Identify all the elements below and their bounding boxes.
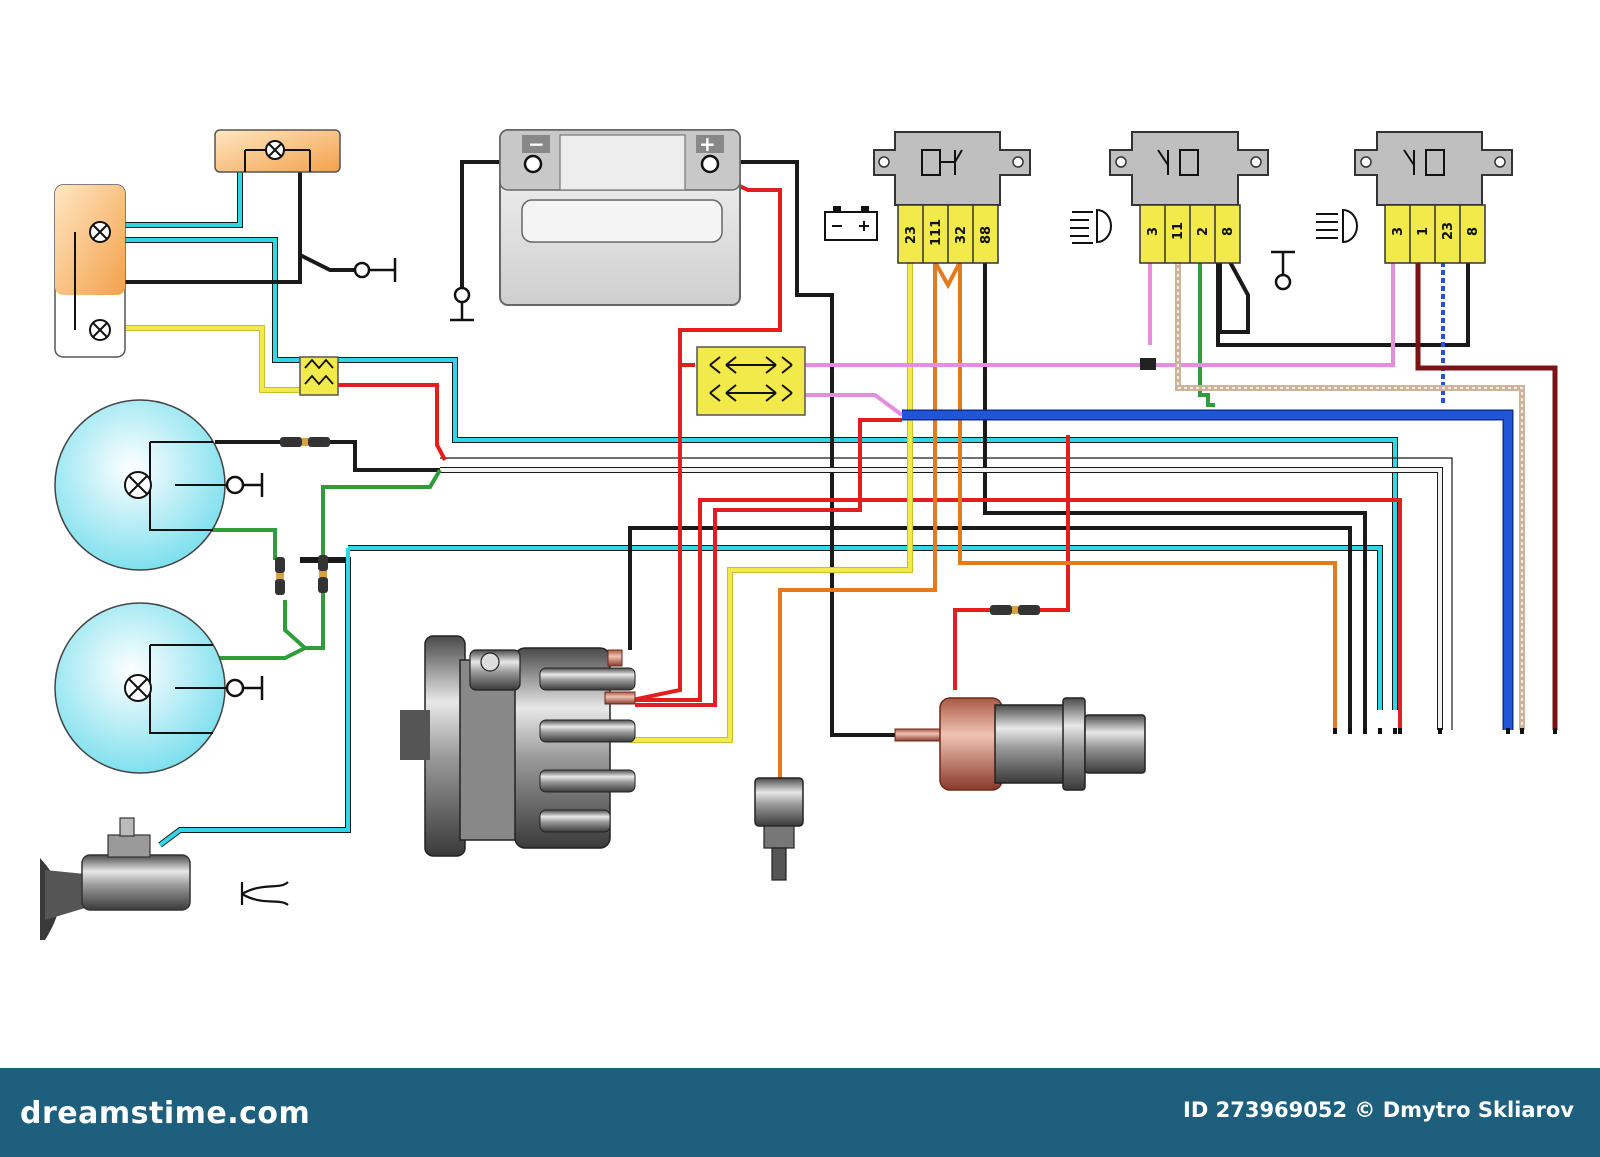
footer-bar: dreamstime.com ID 273969052 © Dmytro Skl…: [0, 1068, 1600, 1157]
battery-negative-label: −: [528, 132, 545, 156]
side-lamp-top: [214, 129, 341, 173]
blue-wire: [902, 411, 1512, 730]
battery-symbol-icon: [824, 206, 878, 241]
wire-connectors: [275, 358, 1156, 615]
orange-wire: [958, 262, 1337, 730]
diagram-canvas: − + 23 111 32 88 3 11 2 8: [40, 129, 1558, 940]
brand-logo-text[interactable]: dreamstime.com: [20, 1096, 311, 1131]
white-wire-2: [440, 457, 1453, 730]
cyan-wire: [125, 170, 1397, 710]
horn-symbol-icon: [240, 881, 289, 906]
black-wire-battery-positive: [705, 160, 895, 737]
red-wire-generator: [632, 498, 1402, 730]
cyan-wire: [158, 546, 1382, 847]
green-wire: [150, 468, 442, 660]
relay-main-pin: 111: [929, 219, 944, 246]
headlight-left-lower: [54, 602, 228, 774]
relay-high-beam: 3 1 23 8: [1354, 131, 1513, 264]
pink-wire: [805, 393, 904, 417]
blue-wire: [902, 409, 1514, 730]
relay-low-beam-pin: 11: [1171, 222, 1186, 240]
battery: − +: [499, 129, 741, 306]
ground-symbol-icons: [225, 258, 474, 700]
yellow-wire: [630, 262, 912, 742]
battery-negative-terminal: [523, 154, 543, 174]
cyan-wires: [125, 170, 1398, 848]
relay-main: 23 111 32 88: [873, 131, 1031, 264]
switch-ground-icon: [1271, 250, 1295, 291]
black-wire-relay88: [983, 255, 1367, 730]
orange-wire: [933, 261, 962, 290]
pink-wire: [805, 262, 1395, 367]
battery-positive-label: +: [699, 132, 716, 156]
relay-high-beam-pin: 23: [1441, 222, 1456, 240]
rear-lamp: [54, 184, 126, 358]
relay-low-beam-pin: 8: [1221, 227, 1236, 236]
orange-wire: [778, 262, 937, 778]
battery-positive-terminal: [700, 154, 720, 174]
starter: [894, 697, 1146, 791]
black-wire-headlamp: [215, 440, 440, 472]
horn: [40, 817, 191, 940]
red-wire-starter: [953, 435, 1070, 690]
tan-wire: [1177, 262, 1523, 730]
red-wire-relay: [635, 418, 902, 707]
red-wire-battery: [631, 168, 782, 702]
relay-high-beam-pin: 8: [1466, 227, 1481, 236]
red-wire-fuse: [333, 383, 447, 461]
image-credit: ID 273969052 © Dmytro Skliarov: [1183, 1098, 1574, 1122]
black-wire-generator: [628, 526, 1352, 730]
relay-low-beam-pin: 3: [1146, 227, 1161, 236]
generator: [400, 635, 636, 857]
relay-low-beam-pin: 2: [1196, 227, 1211, 236]
dark-red-wire: [1415, 262, 1558, 730]
yellow-wire: [125, 326, 300, 392]
relay-high-beam-pin: 3: [1391, 227, 1406, 236]
relay-high-beam-pin: 1: [1416, 227, 1431, 236]
relay-main-pin: 88: [979, 226, 994, 244]
fuse-block: [696, 346, 806, 416]
headlight-left-upper: [54, 399, 228, 571]
fuse-block-small: [299, 356, 339, 396]
white-wire: [440, 468, 1442, 730]
black-wire-switch: [1216, 258, 1470, 347]
sensor: [754, 777, 804, 881]
relay-main-pin: 32: [954, 226, 969, 244]
green-wire-relay: [1198, 262, 1215, 407]
high-beam-headlight-icon: [1316, 208, 1358, 244]
wire-harness: [75, 145, 1558, 848]
low-beam-headlight-icon: [1070, 208, 1112, 244]
relay-low-beam: 3 11 2 8: [1109, 131, 1269, 264]
relay-main-pin: 23: [904, 226, 919, 244]
